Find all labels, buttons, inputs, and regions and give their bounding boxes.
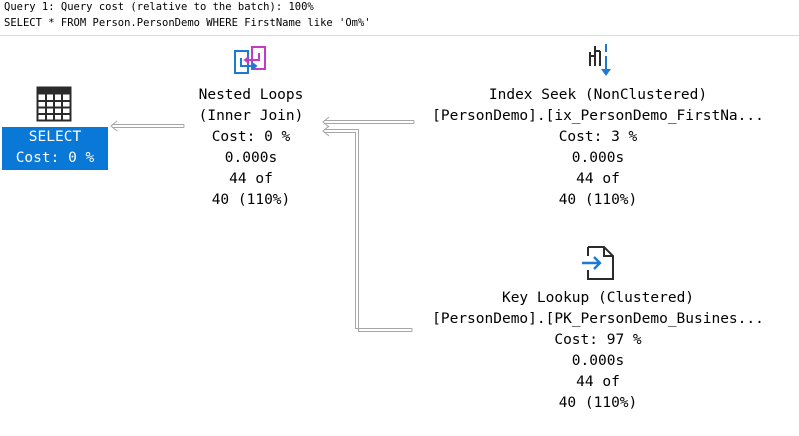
nested-loops-node[interactable]: Nested Loops (Inner Join) Cost: 0 % 0.00… (171, 85, 331, 211)
nested-loops-rows: 44 of (229, 171, 273, 187)
key-lookup-name: Key Lookup (Clustered) (501, 290, 695, 306)
key-lookup-time: 0.000s (571, 353, 625, 369)
query-text-line: SELECT * FROM Person.PersonDemo WHERE Fi… (4, 17, 371, 29)
key-lookup-icon[interactable] (580, 245, 616, 285)
key-lookup-object: [PersonDemo].[PK_PersonDemo_Busines... (432, 311, 764, 327)
key-lookup-cost: Cost: 97 % (554, 332, 642, 348)
table-grid-icon[interactable] (36, 86, 72, 126)
index-seek-time: 0.000s (571, 150, 625, 166)
nested-loops-time: 0.000s (224, 150, 278, 166)
query-header (0, 0, 799, 36)
select-node-label[interactable]: SELECT Cost: 0 % (2, 127, 108, 170)
key-lookup-rows: 44 of (576, 374, 620, 390)
index-seek-name: Index Seek (NonClustered) (488, 87, 708, 103)
index-seek-rows: 44 of (576, 171, 620, 187)
query-cost-line: Query 1: Query cost (relative to the bat… (4, 1, 314, 13)
select-node-name: SELECT (28, 129, 82, 145)
nested-loops-subtitle: (Inner Join) (198, 108, 304, 124)
index-seek-cost: Cost: 3 % (558, 129, 638, 145)
arrow-nested-loops-to-select (110, 120, 185, 132)
index-seek-node[interactable]: Index Seek (NonClustered) [PersonDemo].[… (404, 85, 792, 211)
arrow-index-seek-to-nested-loops (322, 116, 415, 128)
index-seek-icon[interactable] (586, 42, 616, 82)
index-seek-estimate: 40 (110%) (558, 192, 638, 208)
index-seek-object: [PersonDemo].[ix_PersonDemo_FirstNa... (432, 108, 764, 124)
nested-loops-estimate: 40 (110%) (211, 192, 291, 208)
nested-loops-icon[interactable] (233, 44, 267, 82)
key-lookup-estimate: 40 (110%) (558, 395, 638, 411)
arrow-key-lookup-to-nested-loops (322, 125, 413, 332)
nested-loops-name: Nested Loops (198, 87, 304, 103)
select-node-cost: Cost: 0 % (15, 150, 95, 166)
nested-loops-cost: Cost: 0 % (211, 129, 291, 145)
key-lookup-node[interactable]: Key Lookup (Clustered) [PersonDemo].[PK_… (404, 288, 792, 414)
